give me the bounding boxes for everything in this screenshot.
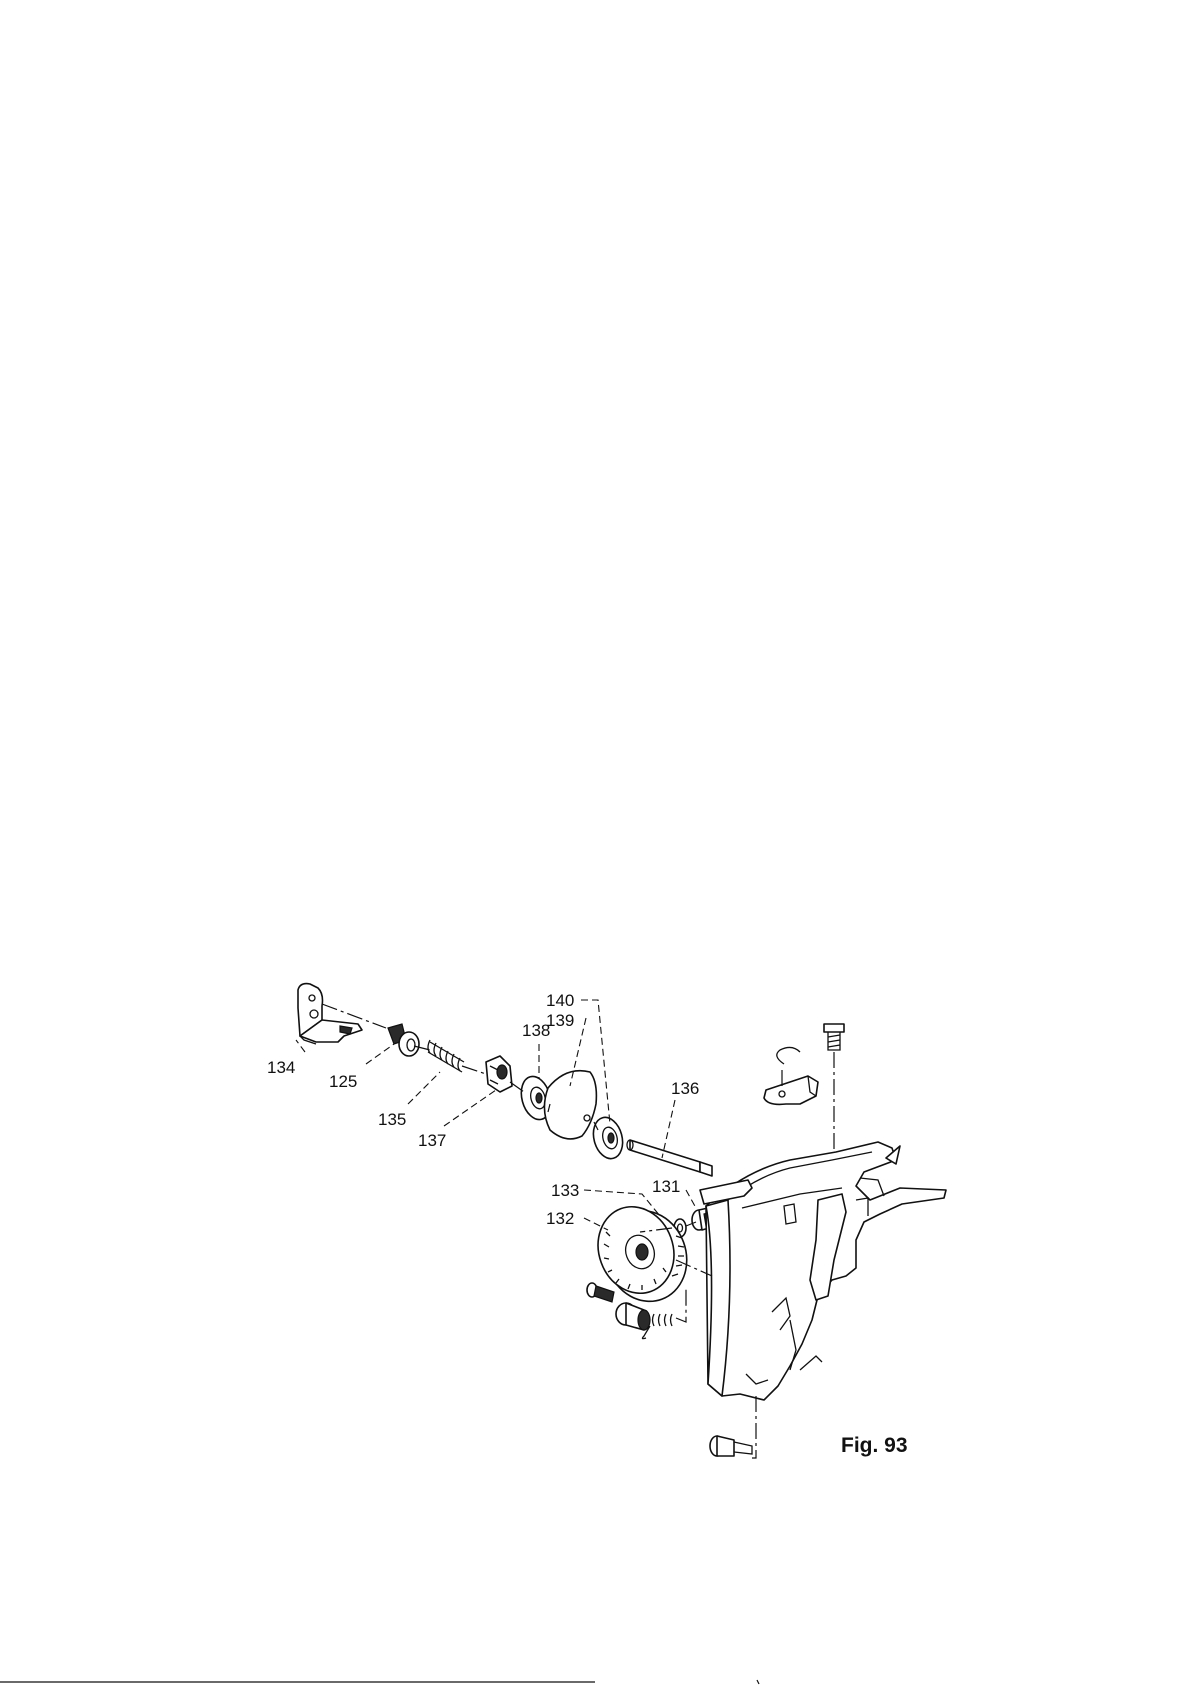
part-136-shaft (627, 1140, 712, 1176)
callout-134: 134 (267, 1058, 295, 1077)
page-edge-mark (757, 1680, 759, 1684)
figure-caption: Fig. 93 (841, 1434, 908, 1457)
callout-139: 139 (546, 1011, 574, 1030)
part-134-bracket (298, 984, 362, 1044)
e-clip (777, 1047, 800, 1064)
callout-137: 137 (418, 1131, 446, 1150)
part-137-hub (486, 1056, 512, 1092)
part-135-spring (428, 1040, 464, 1072)
bushing (616, 1303, 650, 1330)
main-frame (700, 1142, 946, 1400)
callout-136: 136 (671, 1079, 699, 1098)
callout-135: 135 (378, 1110, 406, 1129)
lever (764, 1076, 818, 1104)
part-140-washer (589, 1114, 627, 1162)
callout-133: 133 (551, 1181, 579, 1200)
part-139-cam (544, 1071, 596, 1139)
callout-leaders (296, 1000, 696, 1230)
lower-screw (587, 1283, 614, 1302)
bottom-screw (710, 1436, 752, 1456)
callout-132: 132 (546, 1209, 574, 1228)
callout-131: 131 (652, 1177, 680, 1196)
top-screw (824, 1024, 844, 1050)
callout-140: 140 (546, 991, 574, 1010)
callout-125: 125 (329, 1072, 357, 1091)
part-125-pin (388, 1024, 419, 1056)
